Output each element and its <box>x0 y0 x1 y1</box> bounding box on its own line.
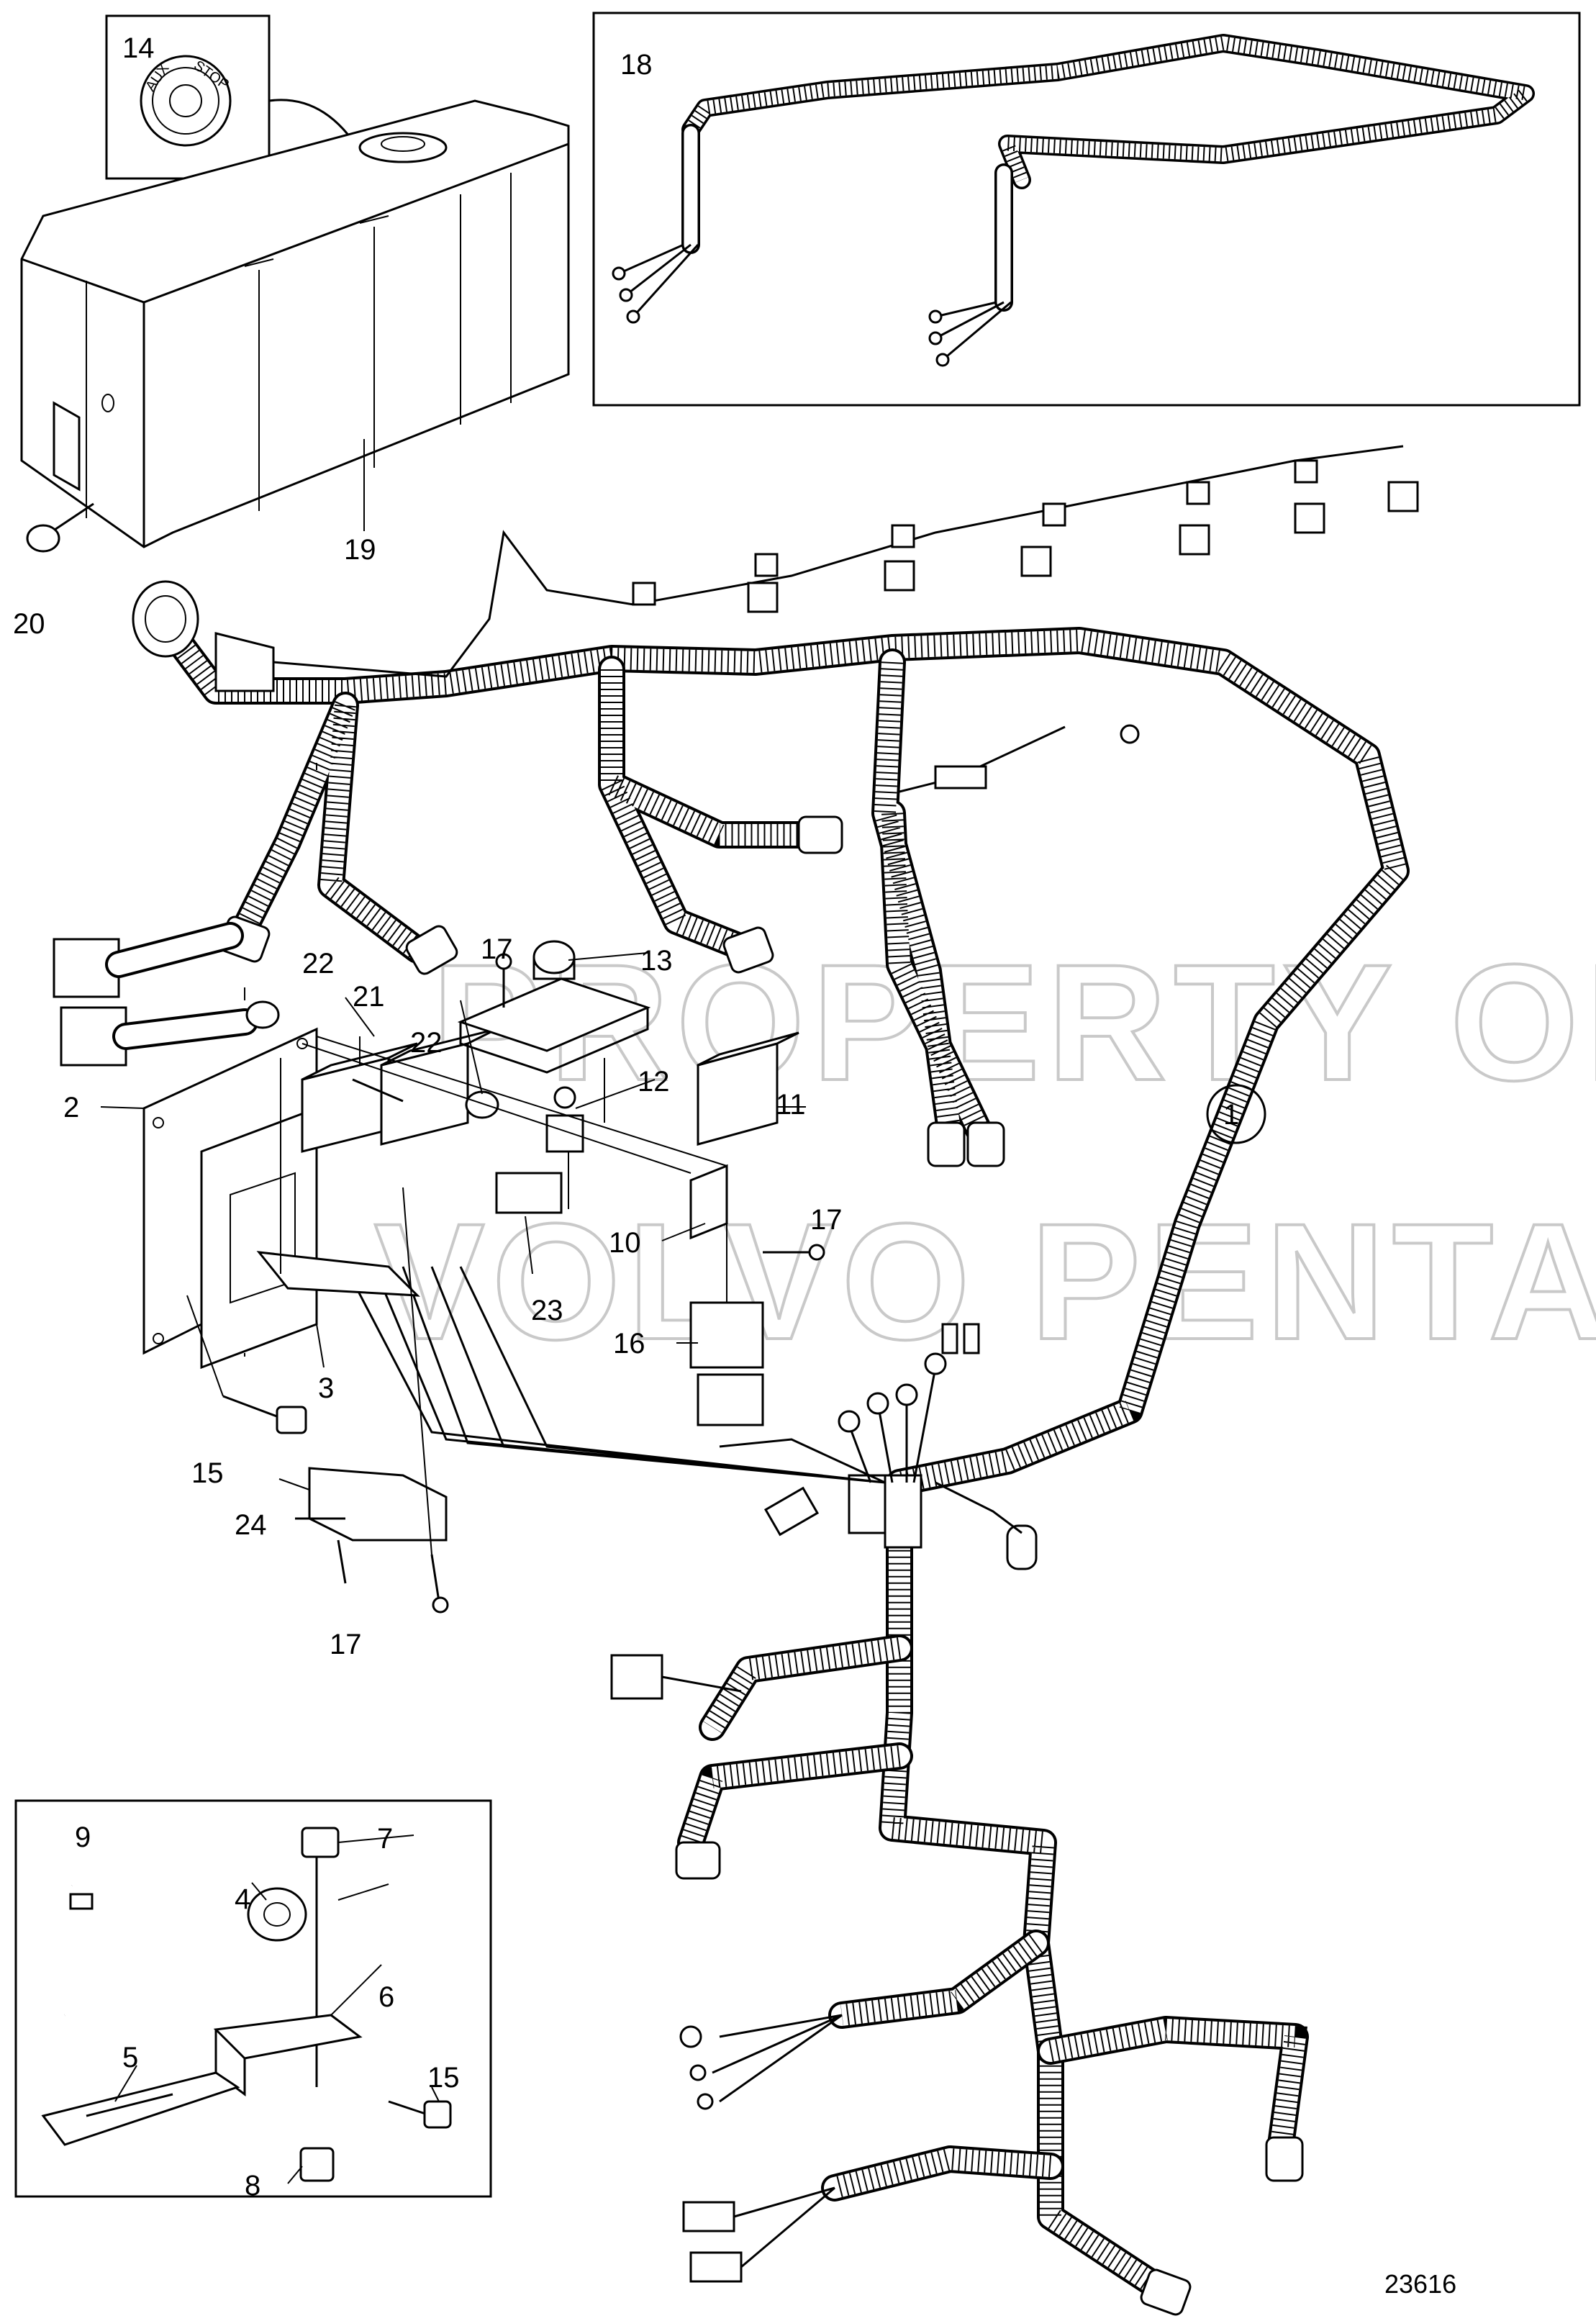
part-17-screws <box>430 953 825 1614</box>
leader-lines <box>186 1036 727 1555</box>
inset-18-harness <box>592 12 1581 407</box>
figure-number: 23616 <box>1384 2269 1456 2299</box>
part-11-relay <box>697 1031 799 1146</box>
part-16-relay <box>689 1301 764 1426</box>
watermark-line-2: VOLVO PENTA <box>374 1189 1596 1374</box>
callout-22-left: 22 <box>302 948 335 979</box>
injector-connectors <box>632 459 1419 613</box>
callout-1: 1 <box>1223 1099 1239 1131</box>
callout-20: 20 <box>13 608 45 640</box>
callout-10: 10 <box>609 1227 641 1259</box>
callout-8: 8 <box>245 2170 260 2202</box>
callout-7: 7 <box>377 1823 393 1855</box>
part-21-fuse-holder <box>352 1078 404 1103</box>
callout-11: 11 <box>776 1089 806 1121</box>
callout-24: 24 <box>235 1509 267 1541</box>
callout-15-lower: 15 <box>427 2062 460 2094</box>
callout-21: 21 <box>353 981 385 1013</box>
watermark-line-1: PROPERTY OF <box>432 930 1596 1115</box>
callout-13: 13 <box>640 945 673 977</box>
relay-pair <box>301 1028 497 1153</box>
callout-17-top: 17 <box>481 933 513 965</box>
callout-18: 18 <box>620 49 653 81</box>
inset-14-aux-stop-cap: AUX STOP <box>105 14 363 180</box>
part-1-main-harness <box>53 445 1419 2316</box>
callout-17-mid: 17 <box>810 1204 843 1236</box>
callout-19: 19 <box>344 534 376 566</box>
callout-15-upper: 15 <box>191 1457 224 1489</box>
callout-14: 14 <box>122 32 155 64</box>
part-24-valve <box>295 1467 448 1584</box>
callout-16: 16 <box>613 1328 645 1359</box>
callout-2: 2 <box>63 1092 79 1123</box>
watermark: PROPERTY OF VOLVO PENTA <box>373 928 1596 1375</box>
callout-leaders <box>100 439 806 2184</box>
callout-numbers: 14 18 19 20 17 13 22 21 22 12 2 11 1 17 … <box>13 32 1456 2299</box>
callout-1-circle <box>1206 1084 1266 1144</box>
part-22-grommet <box>245 1000 499 1119</box>
callout-9: 9 <box>75 1822 91 1853</box>
callout-22-right: 22 <box>410 1027 443 1059</box>
part-15-bolt-upper <box>222 1395 307 1434</box>
part-13-switch-plate <box>457 940 651 1074</box>
callout-12: 12 <box>638 1066 670 1098</box>
part-3-bracket <box>200 1106 420 1370</box>
callout-17-bottom: 17 <box>330 1629 362 1660</box>
callout-5: 5 <box>122 2042 138 2073</box>
callout-23: 23 <box>531 1295 563 1326</box>
callout-3: 3 <box>318 1372 334 1404</box>
part-20-screw <box>26 502 94 553</box>
part-23-connector <box>495 1172 563 1214</box>
part-19-cover <box>20 99 570 548</box>
callout-4: 4 <box>235 1883 250 1915</box>
callout-6: 6 <box>378 1981 394 2013</box>
part-12-switch <box>545 1086 584 1153</box>
inset-lower-left-fasteners <box>14 1799 492 2198</box>
